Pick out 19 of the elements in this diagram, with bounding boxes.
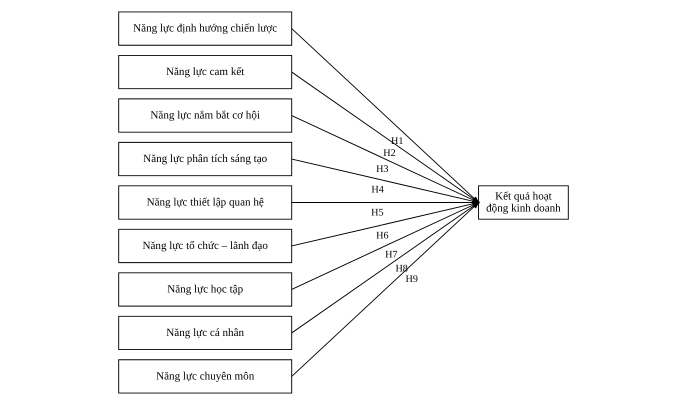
node-box: Năng lực chuyên môn — [118, 359, 292, 394]
edge-label: H9 — [406, 274, 418, 285]
edge-label: H1 — [391, 136, 404, 147]
node-box: Năng lực phân tích sáng tạo — [118, 142, 292, 176]
edge-label: H7 — [385, 249, 398, 260]
edge-label: H2 — [383, 148, 396, 159]
node-box: Năng lực nắm bắt cơ hội — [118, 98, 292, 133]
edge-label: H8 — [395, 264, 408, 275]
edge-label: H5 — [371, 208, 384, 219]
edge-label: H4 — [371, 184, 384, 196]
node-box: Năng lực cam kết — [118, 54, 292, 90]
edge-label: H3 — [376, 164, 389, 176]
node-box: Năng lực thiết lập quan hệ — [118, 185, 292, 220]
node-box: Năng lực cá nhân — [118, 316, 292, 350]
node-box: Kết quả hoạt động kinh doanh — [478, 185, 569, 220]
edge-label: H6 — [376, 230, 389, 242]
node-box: Năng lực học tập — [118, 272, 292, 307]
node-box: Năng lực định hướng chiến lược — [118, 11, 292, 46]
node-box: Năng lực tổ chức – lãnh đạo — [118, 228, 292, 264]
